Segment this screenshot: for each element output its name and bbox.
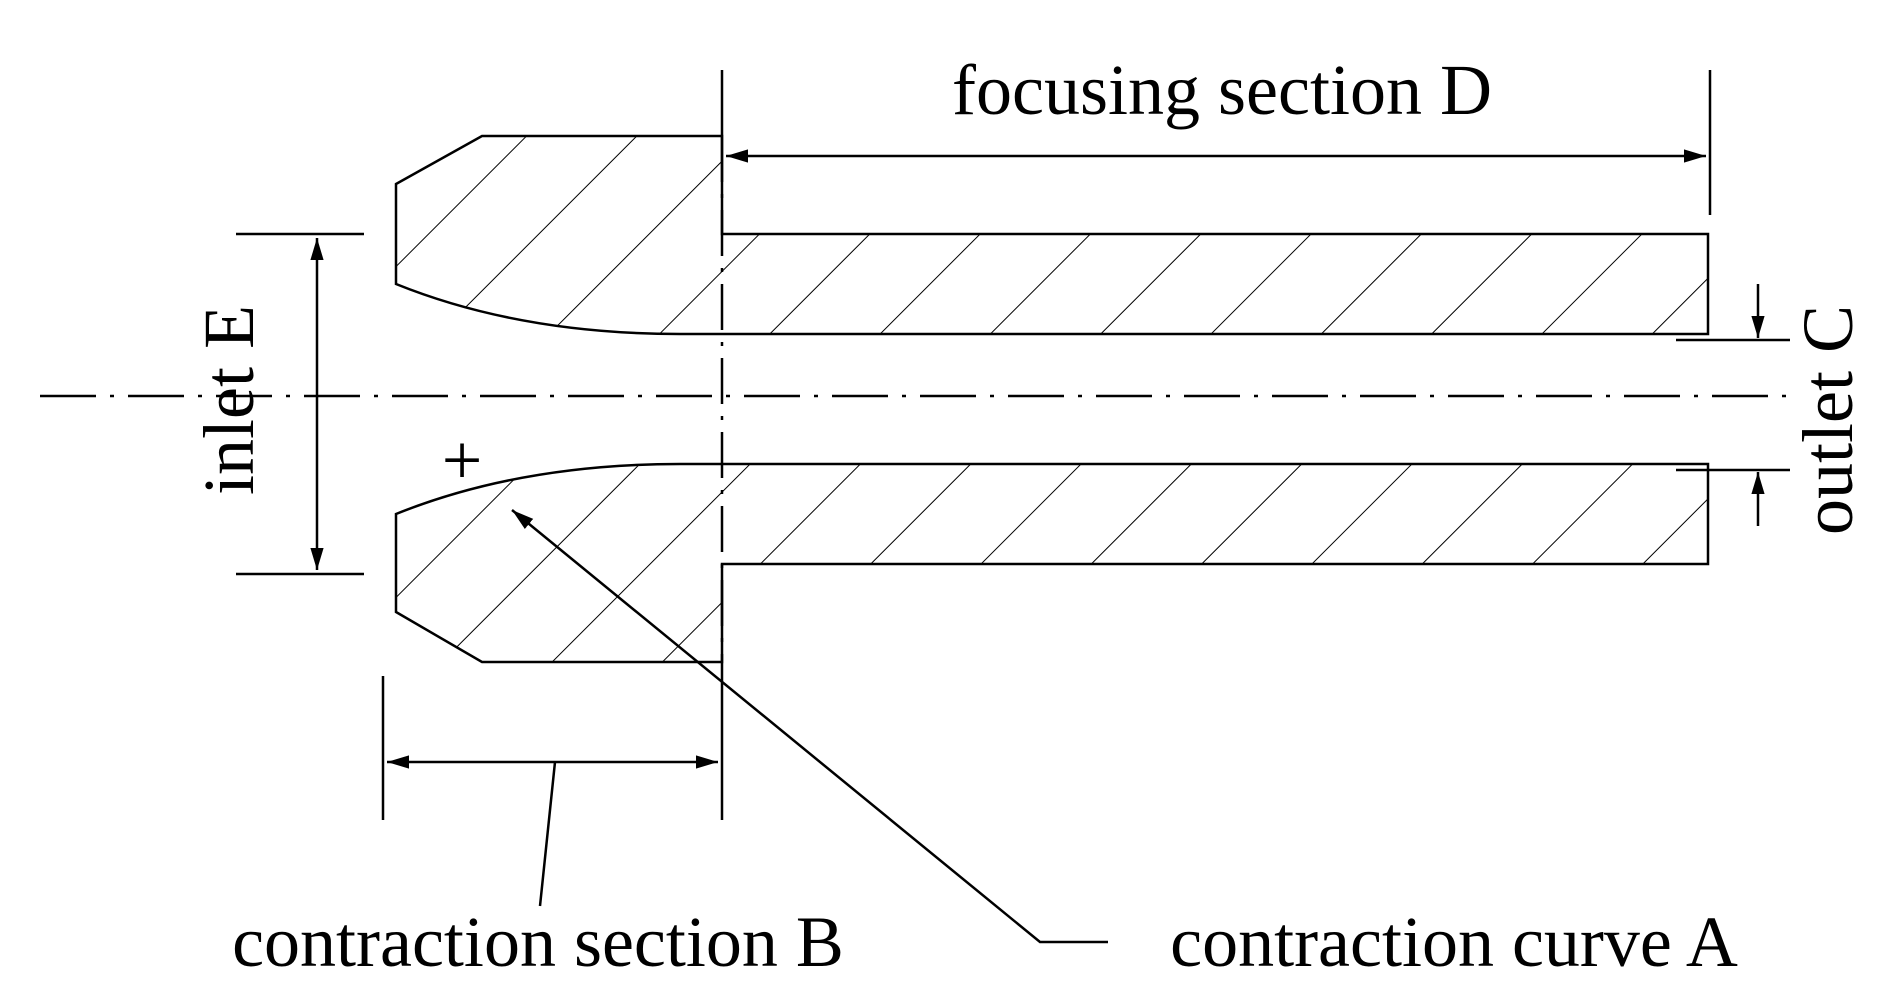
- contraction-section-leader: [538, 761, 557, 907]
- inlet-label: inlet E: [189, 305, 269, 495]
- contraction-curve-label: contraction curve A: [1170, 902, 1738, 982]
- contraction-section-label: contraction section B: [232, 902, 844, 982]
- center-mark: +: [442, 420, 483, 500]
- lower-nozzle-wall: [394, 462, 1710, 664]
- upper-nozzle-wall: [394, 134, 1710, 336]
- outlet-label: outlet C: [1788, 305, 1868, 535]
- focusing-section-label: focusing section D: [952, 50, 1492, 130]
- contraction-curve-leader: [511, 509, 1108, 944]
